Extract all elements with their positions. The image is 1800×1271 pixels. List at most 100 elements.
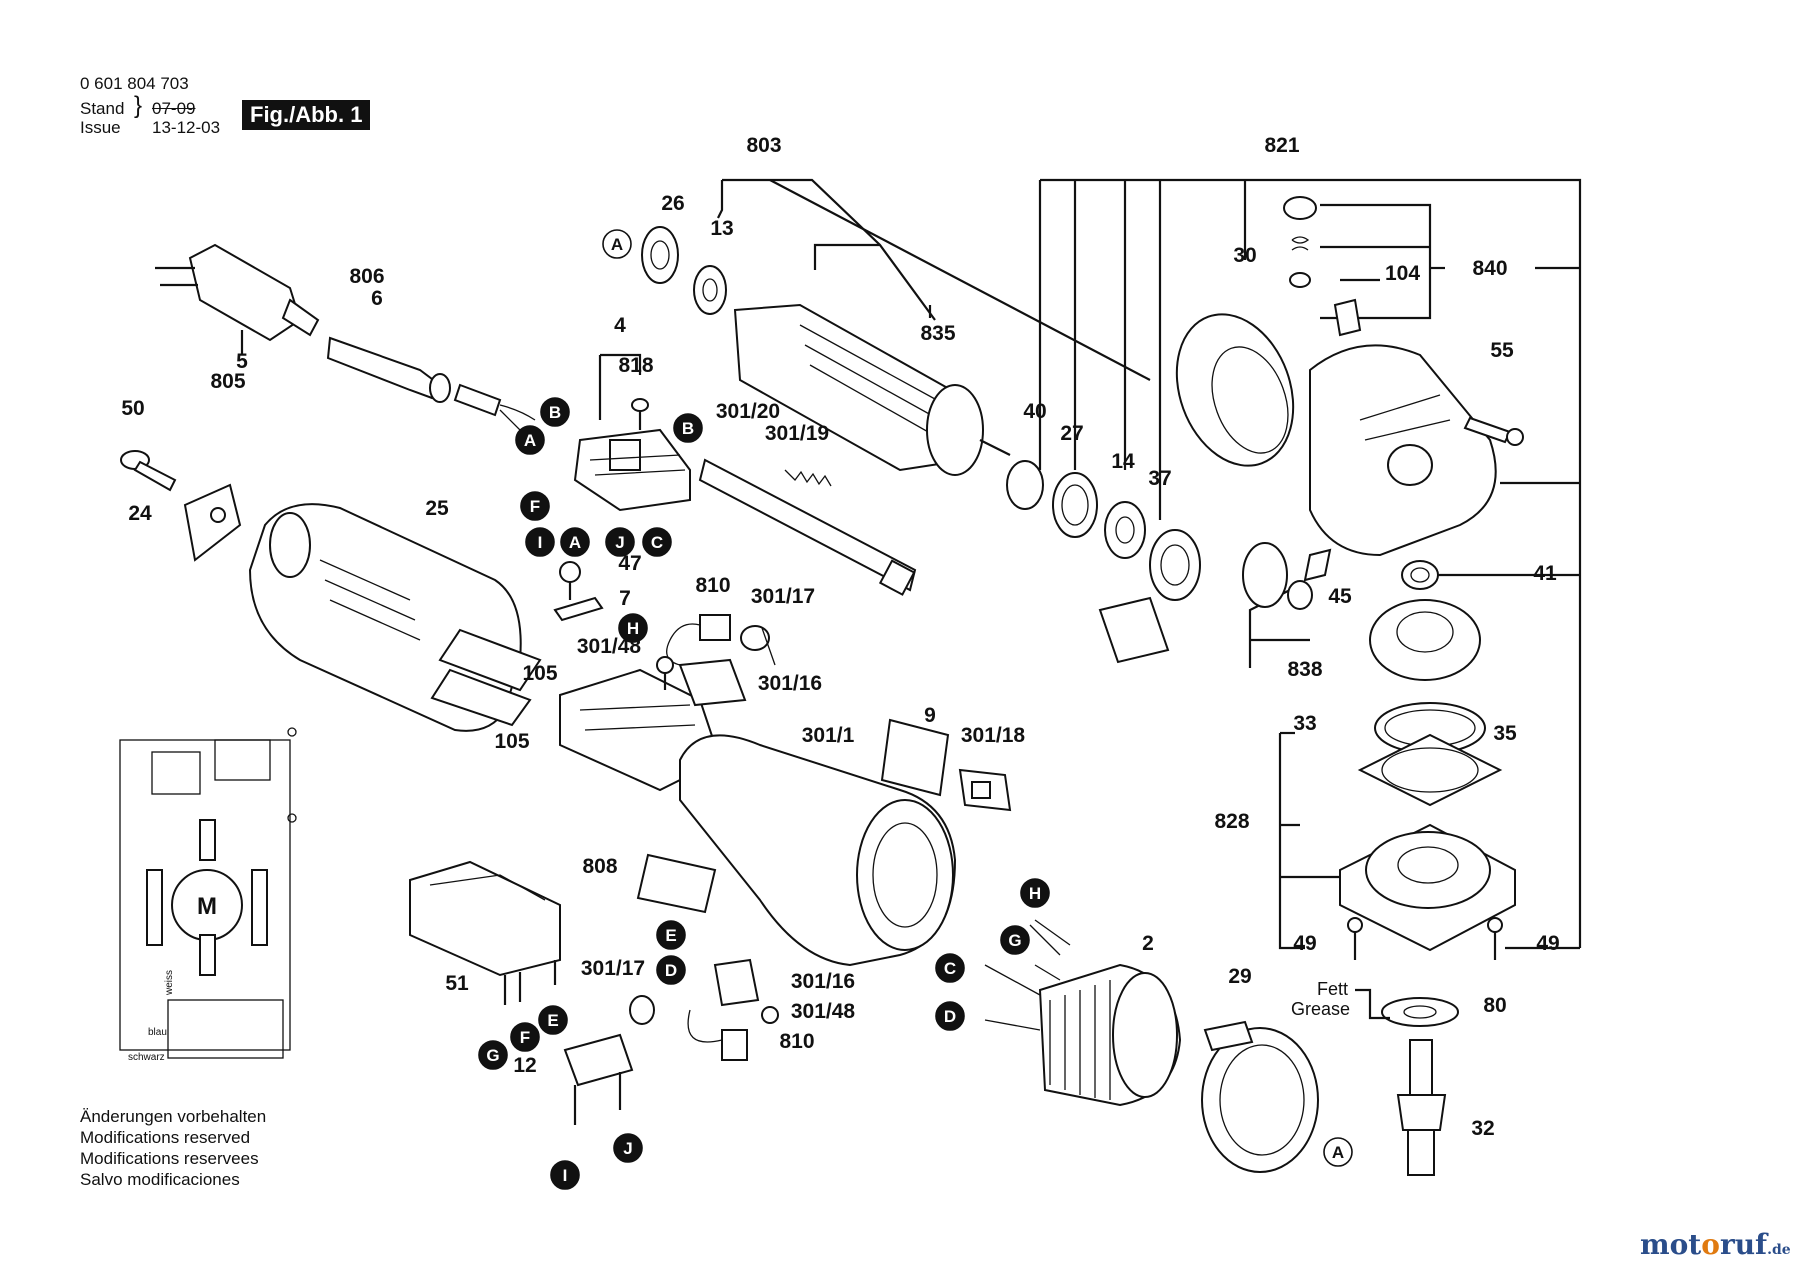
pinion-gear[interactable]: [1242, 542, 1332, 610]
sealing-cap-30[interactable]: [1157, 298, 1314, 482]
connector-letter-c14[interactable]: D: [944, 1007, 956, 1026]
part-label-p35[interactable]: 35: [1493, 722, 1517, 745]
connector-letter-c12[interactable]: G: [1008, 931, 1021, 950]
fan-baffle-29[interactable]: [1201, 1020, 1319, 1173]
connector-letter-c4[interactable]: B: [682, 419, 694, 438]
bearing-flange-37[interactable]: [1149, 529, 1201, 601]
connector-letter-c15[interactable]: E: [665, 926, 676, 945]
screw-55[interactable]: [1463, 416, 1524, 446]
carbon-brush-810a[interactable]: [666, 614, 731, 666]
ball-bearing-13[interactable]: [693, 265, 727, 315]
part-label-p301_1[interactable]: 301/1: [802, 724, 855, 747]
label-808[interactable]: [636, 853, 717, 914]
part-label-p37[interactable]: 37: [1148, 467, 1171, 490]
part-label-p301_17b[interactable]: 301/17: [581, 957, 645, 980]
part-label-p2[interactable]: 2: [1142, 932, 1154, 955]
connector-letter-c16[interactable]: D: [665, 961, 677, 980]
part-label-p47[interactable]: 47: [618, 552, 641, 575]
part-label-p301_20[interactable]: 301/20: [716, 400, 780, 423]
connector-letter-c9[interactable]: C: [651, 533, 663, 552]
screw-301-48a[interactable]: [656, 656, 674, 690]
part-label-p25[interactable]: 25: [425, 497, 449, 520]
capacitor-12[interactable]: [563, 1033, 634, 1125]
connector-letter-c5[interactable]: F: [530, 497, 540, 516]
screw-301-48b[interactable]: [761, 1006, 779, 1024]
connector-letter-c22[interactable]: A: [1332, 1143, 1344, 1162]
part-label-p808[interactable]: 808: [582, 855, 617, 878]
part-label-p24[interactable]: 24: [128, 502, 152, 525]
connector-letter-c11[interactable]: H: [1029, 884, 1041, 903]
gear-housing-301-1[interactable]: [679, 734, 957, 967]
part-label-p12[interactable]: 12: [513, 1054, 536, 1077]
bearing-41[interactable]: [1401, 560, 1439, 590]
part-label-p55[interactable]: 55: [1490, 339, 1514, 362]
switch-rod-301-20[interactable]: [698, 458, 917, 596]
part-label-p40[interactable]: 40: [1023, 400, 1046, 423]
screw-50[interactable]: [120, 450, 177, 492]
part-label-p29[interactable]: 29: [1228, 965, 1251, 988]
part-label-p301_16a[interactable]: 301/16: [758, 672, 822, 695]
part-label-p805[interactable]: 805: [210, 370, 245, 393]
part-label-p4[interactable]: 4: [614, 314, 626, 337]
part-label-p41[interactable]: 41: [1533, 562, 1557, 585]
cap-840[interactable]: [1283, 196, 1362, 337]
cable-clamp-24[interactable]: [183, 483, 242, 562]
part-label-p838[interactable]: 838: [1287, 658, 1322, 681]
bevel-gear-838[interactable]: [1369, 599, 1481, 681]
part-label-p5[interactable]: 5: [236, 350, 248, 373]
brush-cap-301-17b[interactable]: [629, 995, 655, 1025]
screw-49a[interactable]: [1347, 917, 1363, 960]
connector-letter-c19[interactable]: E: [547, 1011, 558, 1030]
felt-ring[interactable]: [1098, 596, 1170, 664]
ball-bearing-26[interactable]: [641, 226, 679, 284]
part-label-p803[interactable]: 803: [746, 134, 781, 157]
part-label-p818[interactable]: 818: [618, 354, 653, 377]
part-label-p810b[interactable]: 810: [779, 1030, 814, 1053]
screw-47[interactable]: [559, 561, 581, 600]
part-label-p50[interactable]: 50: [121, 397, 144, 420]
part-label-p45[interactable]: 45: [1328, 585, 1352, 608]
part-label-p835[interactable]: 835: [920, 322, 955, 345]
plate-7[interactable]: [553, 596, 604, 622]
brush-box-301-16a[interactable]: [678, 658, 747, 707]
power-plug[interactable]: [155, 243, 320, 342]
part-label-p32[interactable]: 32: [1471, 1117, 1494, 1140]
brush-box-301-16b[interactable]: [713, 958, 760, 1007]
circlip-40[interactable]: [1006, 460, 1044, 510]
part-label-p806[interactable]: 806: [349, 265, 384, 288]
field-coil-2[interactable]: [1038, 963, 1182, 1107]
label-9[interactable]: [880, 718, 950, 797]
connector-letter-c21[interactable]: I: [563, 1166, 568, 1185]
part-label-p80[interactable]: 80: [1483, 994, 1506, 1017]
part-label-p105b[interactable]: 105: [494, 730, 529, 753]
part-label-p104[interactable]: 104: [1385, 262, 1420, 285]
bearing-14[interactable]: [1104, 501, 1146, 559]
part-label-p301_19[interactable]: 301/19: [765, 422, 829, 445]
connector-letter-c8[interactable]: J: [615, 533, 624, 552]
part-label-p301_48a[interactable]: 301/48: [577, 635, 642, 658]
gear-head-housing[interactable]: [1309, 344, 1497, 557]
part-label-p810a[interactable]: 810: [695, 574, 730, 597]
part-label-p49b[interactable]: 49: [1536, 932, 1559, 955]
part-label-p301_17a[interactable]: 301/17: [751, 585, 815, 608]
connector-letter-c18[interactable]: F: [520, 1028, 530, 1047]
cord-sleeve[interactable]: [326, 336, 451, 403]
brush-holder-4[interactable]: [573, 398, 691, 512]
part-label-p27[interactable]: 27: [1060, 422, 1083, 445]
part-label-p51[interactable]: 51: [445, 972, 469, 995]
gasket-35[interactable]: [1357, 733, 1503, 807]
part-label-p105a[interactable]: 105: [522, 662, 557, 685]
connector-letter-c7[interactable]: A: [569, 533, 581, 552]
part-label-p26[interactable]: 26: [661, 192, 684, 215]
ring-27[interactable]: [1052, 472, 1098, 538]
part-label-p9[interactable]: 9: [924, 704, 936, 727]
rear-housing-25[interactable]: [248, 503, 542, 732]
brand-logo[interactable]: motoruf.de: [1640, 1228, 1791, 1261]
part-label-p821[interactable]: 821: [1264, 134, 1299, 157]
part-label-p301_16b[interactable]: 301/16: [791, 970, 855, 993]
connector-letter-c13[interactable]: C: [944, 959, 956, 978]
part-label-p301_18[interactable]: 301/18: [961, 724, 1026, 747]
part-label-p828[interactable]: 828: [1214, 810, 1249, 833]
part-label-p30[interactable]: 30: [1233, 244, 1256, 267]
carbon-brush-810b[interactable]: [687, 1009, 748, 1061]
